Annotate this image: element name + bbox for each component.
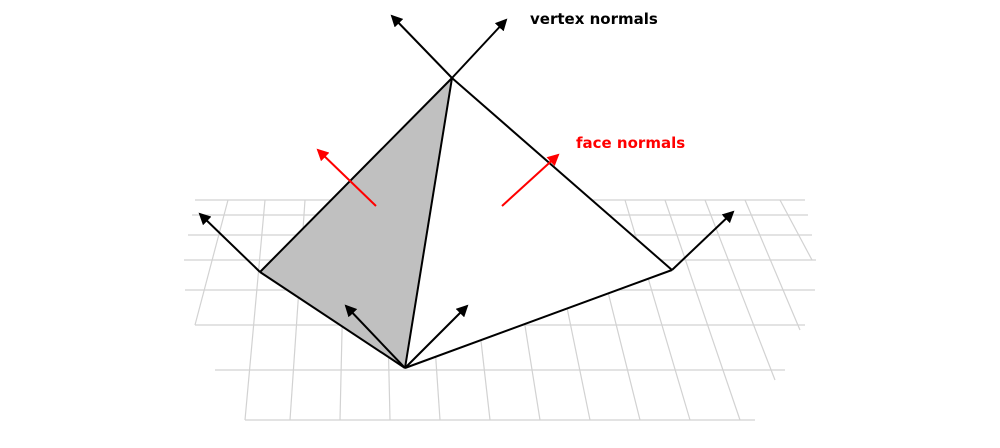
grid-line (244, 199, 266, 421)
shaded-face (260, 78, 452, 368)
grid-line (194, 199, 229, 326)
vertex-normal-right (671, 210, 735, 271)
face-normal-front (501, 153, 560, 207)
front-face (405, 78, 672, 368)
edge-left-bottom (259, 271, 406, 369)
vertex-normal-left (198, 212, 261, 273)
edge-apex-right (451, 77, 673, 271)
face-normals (316, 148, 560, 207)
vertex-normal-apex-left (390, 14, 453, 79)
grid-line (779, 199, 813, 261)
grid-line (704, 199, 776, 381)
grid-line (744, 199, 801, 331)
vertex-normal-bottom-left (344, 304, 406, 369)
pyramid (259, 77, 673, 369)
edge-bottom-right (404, 269, 673, 369)
vertex-normal-apex-right (451, 18, 508, 79)
vertex-normal-bottom-right (404, 304, 469, 369)
edge-apex-left (259, 77, 453, 273)
vertex-normals-label: vertex normals (530, 10, 658, 28)
edge-apex-bottom (404, 77, 453, 369)
face-normal-shaded (316, 148, 377, 207)
face-normals-label: face normals (576, 134, 685, 152)
grid-line (664, 199, 741, 421)
vertex-normals (198, 14, 735, 369)
grid-line (624, 199, 691, 421)
pyramid-edges (259, 77, 673, 369)
